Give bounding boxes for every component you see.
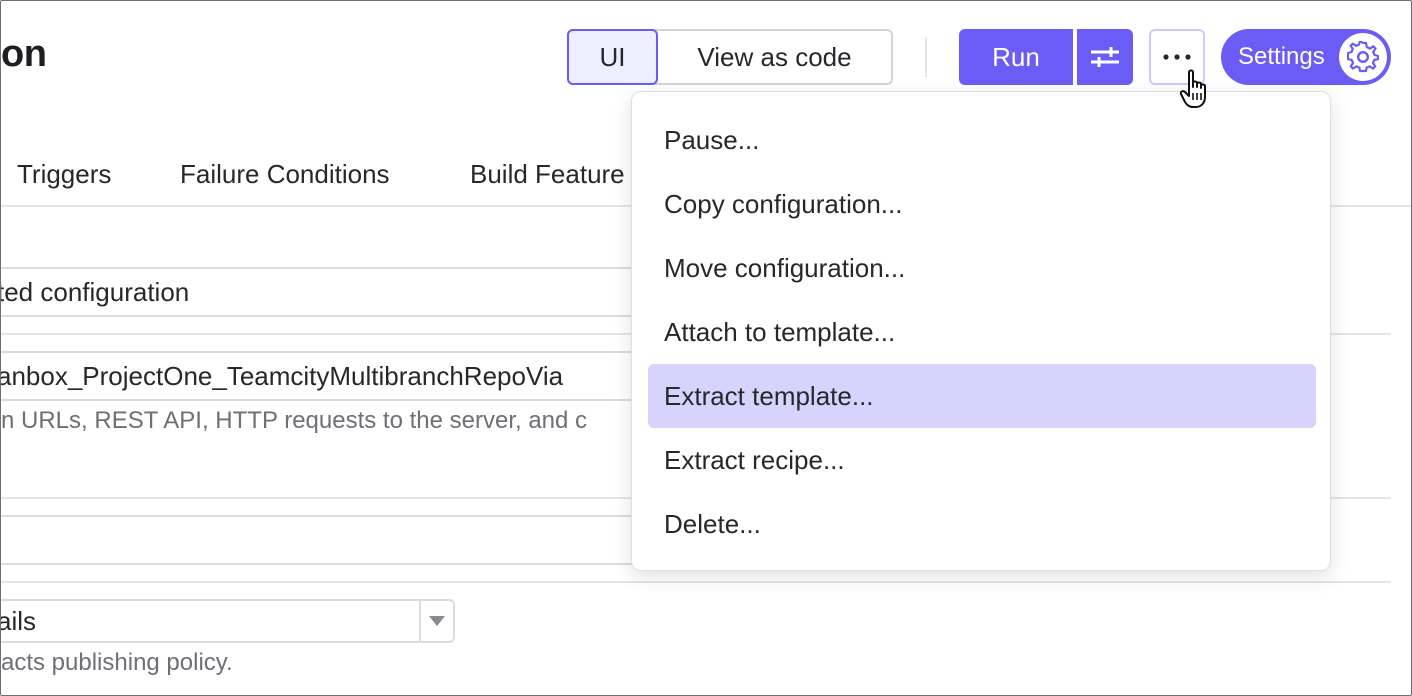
build-id-hint: n URLs, REST API, HTTP requests to the s… xyxy=(1,407,588,434)
menu-item-copy-configuration[interactable]: Copy configuration... xyxy=(664,188,903,219)
build-id-field[interactable]: anbox_ProjectOne_TeamcityMultibranchRepo… xyxy=(0,351,657,401)
view-ui-button[interactable]: UI xyxy=(567,29,658,85)
tab-triggers[interactable]: Triggers xyxy=(17,159,112,189)
menu-item-move-configuration[interactable]: Move configuration... xyxy=(664,252,906,283)
page-title: on xyxy=(1,33,47,75)
run-options-icon xyxy=(1091,47,1119,67)
artifacts-policy-select[interactable]: ails xyxy=(0,599,455,643)
gear-icon xyxy=(1339,33,1387,81)
run-options-button[interactable] xyxy=(1077,29,1133,85)
menu-item-attach-to-template[interactable]: Attach to template... xyxy=(664,316,896,347)
chevron-down-icon xyxy=(419,601,453,641)
name-field-value: ted configuration xyxy=(0,276,190,307)
toolbar-divider xyxy=(925,37,927,77)
select-value: ails xyxy=(0,605,37,636)
build-id-field-value: anbox_ProjectOne_TeamcityMultibranchRepo… xyxy=(0,360,564,391)
menu-item-extract-template[interactable]: Extract template... xyxy=(648,364,1316,428)
menu-item-extract-recipe[interactable]: Extract recipe... xyxy=(664,444,845,475)
tab-build-features[interactable]: Build Feature xyxy=(470,159,625,189)
more-dots-icon xyxy=(1163,54,1191,60)
tab-failure-conditions[interactable]: Failure Conditions xyxy=(180,159,390,189)
name-field[interactable]: ted configuration xyxy=(0,267,657,317)
settings-button[interactable]: Settings xyxy=(1221,29,1391,85)
section-divider xyxy=(1,581,1391,583)
view-as-code-button[interactable]: View as code xyxy=(697,41,852,72)
settings-label: Settings xyxy=(1238,43,1325,70)
more-actions-menu: Pause... Copy configuration... Move conf… xyxy=(631,91,1331,571)
view-mode-toggle: UI View as code xyxy=(567,29,893,85)
select-hint: acts publishing policy. xyxy=(1,649,233,676)
more-actions-button[interactable] xyxy=(1149,29,1205,85)
menu-item-pause[interactable]: Pause... xyxy=(664,124,760,155)
hand-pointer-cursor xyxy=(1179,69,1206,108)
menu-item-delete[interactable]: Delete... xyxy=(664,508,761,539)
description-field[interactable] xyxy=(1,515,657,565)
run-button[interactable]: Run xyxy=(959,29,1073,85)
